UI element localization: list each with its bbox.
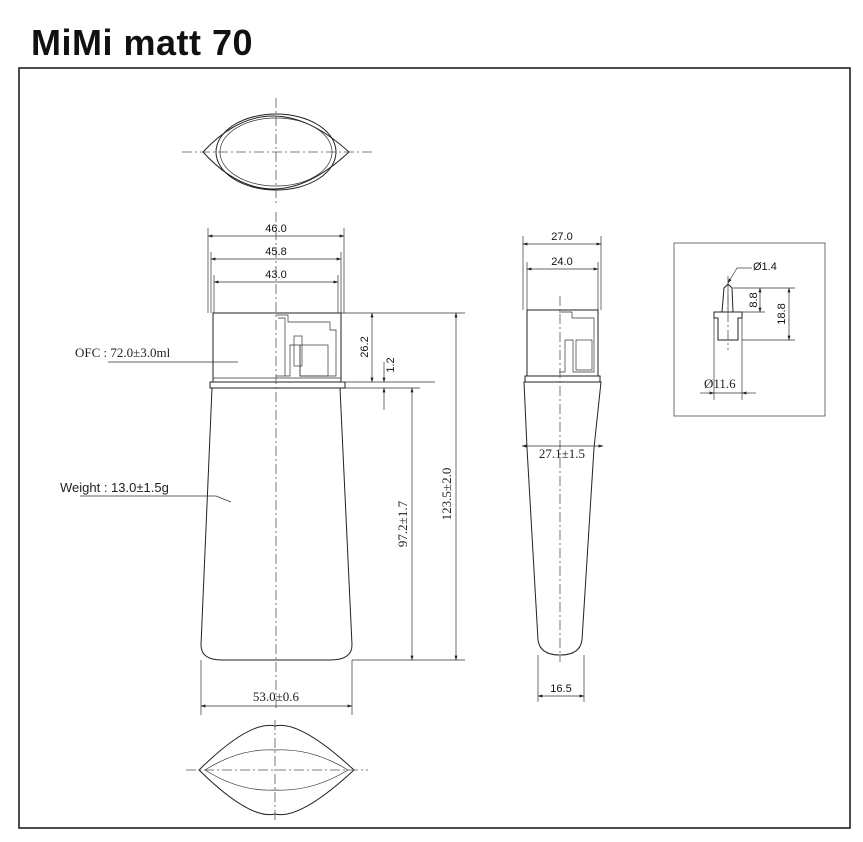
dim-height-small: 8.8 — [748, 292, 760, 307]
drawing-frame — [18, 67, 851, 829]
dim-height-large: 18.8 — [776, 303, 788, 324]
side-view: 27.0 24.0 27.1±1.5 16.5 — [521, 231, 604, 702]
dim-base-dia: Ø11.6 — [704, 376, 736, 391]
weight-label: Weight : 13.0±1.5g — [60, 480, 169, 495]
dim-bottom-width: 53.0±0.6 — [253, 689, 300, 704]
dim-width-top-outer: 46.0 — [265, 223, 286, 235]
bottom-view — [186, 720, 368, 822]
dim-side-bottom-width: 16.5 — [550, 683, 571, 695]
top-view — [182, 98, 372, 206]
dim-side-width-inner: 24.0 — [551, 256, 572, 268]
dim-side-body-width: 27.1±1.5 — [539, 446, 585, 461]
dim-hole-dia: Ø1.4 — [753, 261, 777, 273]
dim-width-top-mid: 45.8 — [265, 246, 286, 258]
front-view: 46.0 45.8 43.0 26.2 1.2 97.2±1.7 123.5±2… — [60, 212, 465, 715]
dim-gap: 1.2 — [385, 357, 397, 372]
dim-width-top-inner: 43.0 — [265, 269, 286, 281]
dim-side-width-outer: 27.0 — [551, 231, 572, 243]
page-title: MiMi matt 70 — [31, 22, 254, 63]
detail-view: Ø1.4 8.8 18.8 Ø11.6 — [673, 242, 826, 417]
dim-body-height: 97.2±1.7 — [395, 500, 410, 547]
dim-total-height: 123.5±2.0 — [439, 468, 454, 521]
dim-cap-height: 26.2 — [359, 336, 371, 357]
ofc-label: OFC : 72.0±3.0ml — [75, 345, 171, 360]
